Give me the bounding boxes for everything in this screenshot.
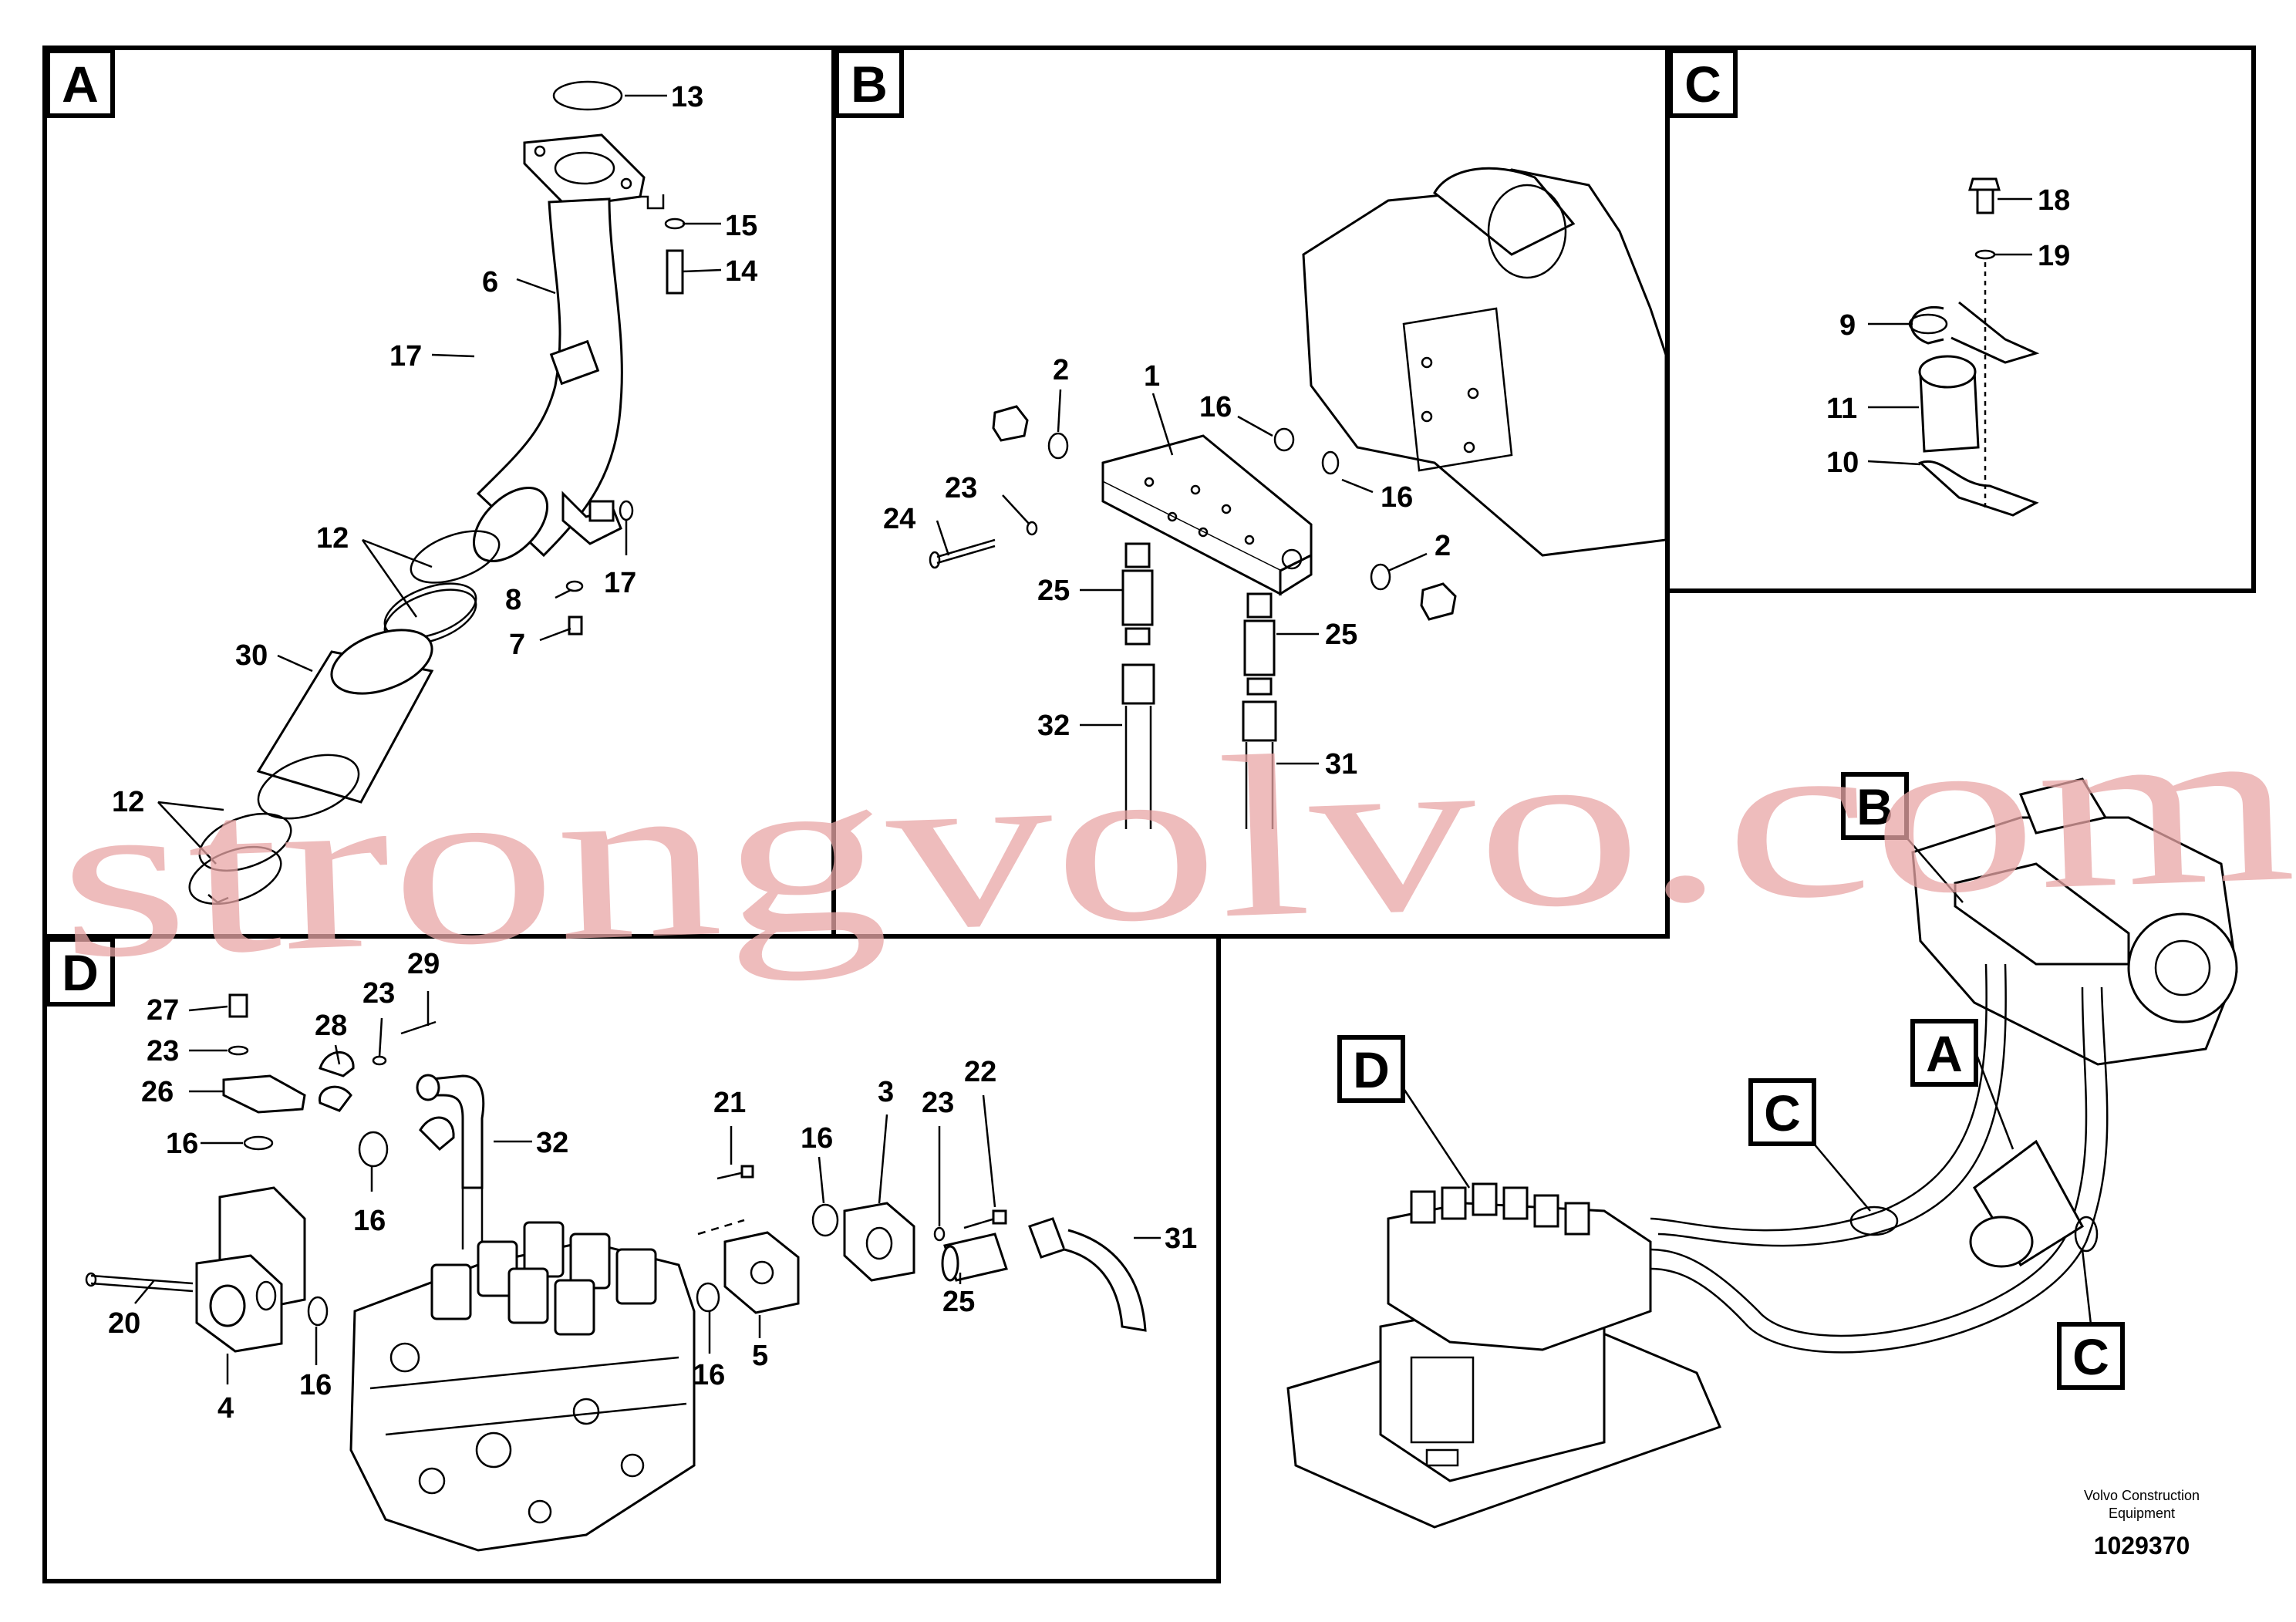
svg-text:C: C [2072,1328,2109,1385]
panel-c-frame [1665,46,2256,593]
callouts-panel-d: 29 27 23 28 23 26 16 32 16 20 4 16 21 3 … [108,948,1197,1425]
footer-company-line2: Equipment [2109,1506,2175,1521]
callout: 9 [1839,309,1856,342]
overview-badge-c-upper: C [1748,1078,1871,1212]
tube-32 [423,1074,485,1189]
callout: 22 [964,1056,996,1088]
callout: 20 [108,1307,140,1340]
overview-badge-a: A [1910,1019,2014,1150]
panel-b-drawing [929,167,1667,829]
panel-a-drawing [188,80,686,905]
overview-badge-c-lower: C [2057,1249,2125,1390]
callouts-panel-b: 2 1 16 23 24 16 2 25 25 32 31 [883,354,1451,781]
callout: 11 [1826,393,1857,425]
callout: 31 [1325,748,1357,781]
callout: 5 [752,1340,768,1372]
block-3 [843,1202,915,1282]
callout: 18 [2038,184,2070,217]
callout: 23 [922,1087,954,1119]
panel-a-label: A [62,56,99,113]
callout: 24 [883,503,915,535]
callout: 23 [362,977,395,1010]
svg-text:D: D [1353,1041,1390,1098]
hose-31 [1064,1229,1147,1332]
callout: 12 [112,786,144,818]
o-ring-13 [552,80,623,111]
callout: 21 [713,1087,746,1119]
callout: 16 [353,1205,386,1237]
overview-badge-d: D [1337,1035,1471,1189]
callout: 28 [315,1010,347,1042]
callout: 16 [693,1359,725,1391]
callout: 3 [878,1076,894,1108]
callout: 25 [1325,619,1357,651]
callout: 2 [1053,354,1069,386]
callout: 1 [1144,360,1160,393]
callout: 26 [141,1076,174,1108]
washer-19 [1974,249,1996,260]
callout: 6 [482,266,498,298]
panel-badge-d: D [46,937,115,1007]
panel-d-label: D [62,944,99,1001]
svg-text:B: B [1856,778,1893,835]
clamp-10 [1918,460,2039,517]
callout: 17 [604,567,636,599]
panel-badge-c: C [1668,49,1738,118]
callout: 30 [235,639,268,672]
callout: 25 [942,1286,975,1318]
callout: 16 [166,1128,198,1160]
svg-text:A: A [1926,1025,1963,1082]
panel-d-frame [42,934,1221,1583]
callout: 4 [217,1392,234,1425]
overview-badge-b: B [1841,772,1964,903]
flange-5 [723,1231,800,1314]
callouts-panel-c: 18 19 9 11 10 [1826,184,2070,479]
callout: 13 [671,81,703,113]
footer: Volvo Construction Equipment 1029370 [2084,1488,2200,1560]
callout: 23 [945,472,977,504]
callout: 14 [725,255,757,288]
panel-badge-b: B [834,49,904,118]
panel-c-label: C [1684,56,1721,113]
panel-c-drawing [1908,177,2040,517]
callout-leaders [134,94,2032,1384]
callout: 12 [316,522,349,555]
callout: 17 [389,340,422,373]
callout: 29 [407,948,440,980]
panel-d-drawing [85,993,1147,1552]
overview-badges: B A C D C [1337,772,2125,1390]
callout: 19 [2038,240,2070,272]
callout: 15 [725,210,757,242]
callout: 27 [147,994,179,1027]
callout: 16 [801,1122,833,1155]
panel-badge-a: A [46,49,115,118]
callout: 32 [536,1127,568,1159]
callout: 2 [1435,530,1451,562]
callout: 7 [509,629,525,661]
suction-pipe-6 [476,197,623,558]
overview-drawing [1286,777,2238,1529]
screw-18 [1968,177,2001,191]
callout: 23 [147,1035,179,1067]
callout: 31 [1165,1222,1197,1255]
callout: 16 [1381,481,1413,514]
svg-text:C: C [1764,1084,1801,1141]
footer-company-line1: Volvo Construction [2084,1488,2200,1503]
callout: 25 [1037,575,1070,607]
pipe-flange [523,133,646,208]
drawing-number: 1029370 [2094,1532,2190,1560]
callout: 8 [505,584,521,616]
callout: 16 [1199,391,1232,423]
panel-frames [42,46,2256,1583]
panel-b-label: B [851,56,888,113]
callout: 16 [299,1369,332,1401]
callout: 32 [1037,710,1070,742]
overview-control-valve [1387,1202,1652,1351]
callout: 10 [1826,447,1859,479]
callouts-panel-a: 13 15 14 6 17 12 8 17 7 30 12 [112,81,757,818]
